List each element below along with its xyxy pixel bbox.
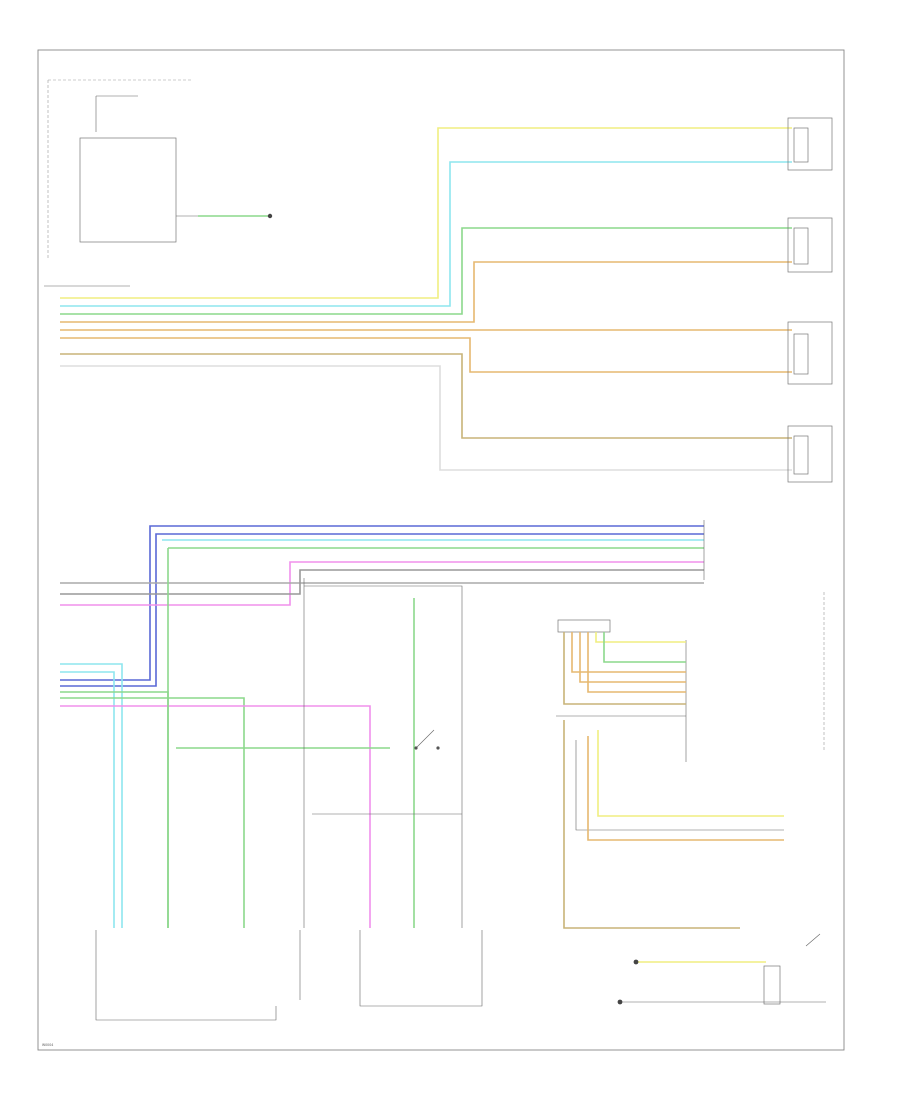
wire-orange-1 — [60, 261, 792, 323]
bottom-components — [95, 930, 483, 1021]
wire-tan-2 — [563, 720, 740, 929]
wire-pink-2 — [60, 705, 371, 928]
wire-tan-1 — [563, 632, 686, 705]
wire-blue-1 — [60, 525, 704, 681]
wire-green-4 — [60, 697, 245, 928]
diagram-frame — [37, 49, 845, 1051]
wire-yellow-2 — [595, 632, 686, 643]
wire-cyan-4 — [60, 671, 115, 928]
wire-gray-4 — [304, 585, 463, 928]
fuse-block — [47, 79, 268, 258]
wire-orange-6 — [579, 632, 686, 683]
wire-cyan-1 — [60, 161, 792, 307]
wire-orange-8 — [587, 736, 784, 841]
wire-gray-2 — [60, 569, 704, 595]
wire-cyan-3 — [60, 663, 123, 928]
wire-orange-5 — [571, 632, 686, 673]
wire-blue-2 — [60, 533, 704, 687]
page-code: W0004 — [42, 1043, 53, 1047]
wire-orange-4 — [60, 353, 792, 439]
wire-gray-6 — [575, 740, 784, 831]
wire-orange-7 — [587, 632, 686, 693]
switch-symbol — [414, 729, 440, 750]
splice-dot-2 — [633, 959, 639, 965]
connector-bank — [557, 592, 825, 762]
wire-white-1 — [60, 365, 792, 471]
splice-dot — [267, 213, 273, 219]
wire-green-8 — [603, 632, 686, 663]
wire-yellow-3 — [597, 730, 784, 817]
right-components-upper — [787, 117, 833, 483]
wire-green-1 — [60, 227, 792, 315]
wire-yellow-1 — [60, 127, 792, 299]
wire-orange-3 — [60, 337, 792, 373]
ground-dot — [617, 999, 623, 1005]
traction-switch — [620, 933, 826, 1005]
